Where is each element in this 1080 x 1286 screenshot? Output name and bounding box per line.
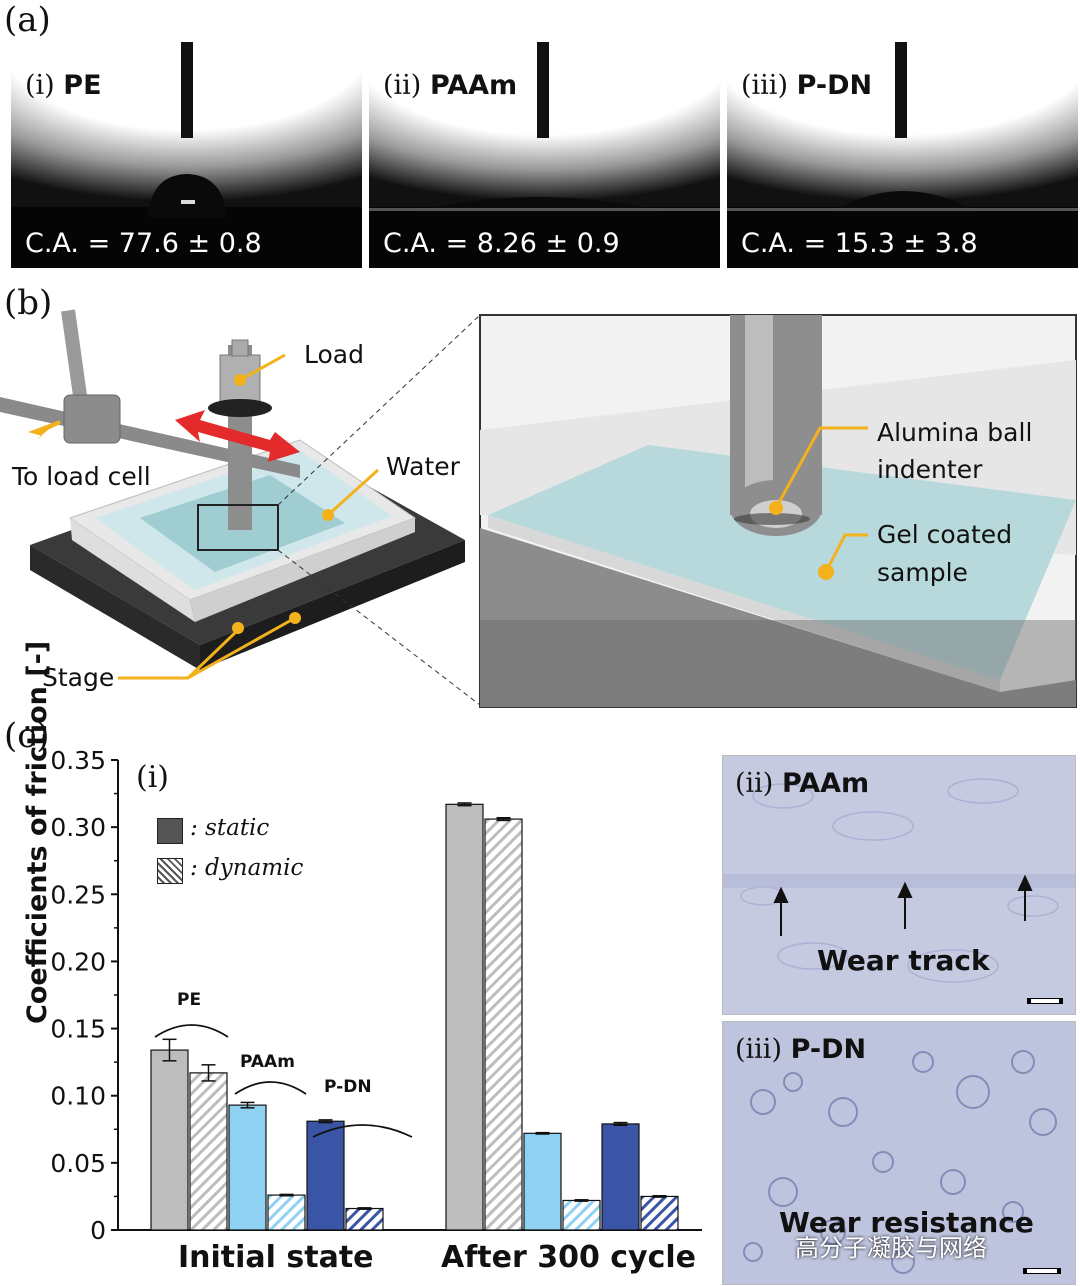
stage-label: Stage (42, 663, 115, 692)
bar (601, 1123, 640, 1231)
contact-angle-image-paam: (ii) PAAm C.A. = 8.26 ± 0.9 (369, 42, 720, 268)
bar (150, 1049, 189, 1231)
wear-track-caption: Wear track (817, 944, 990, 977)
to-load-cell-label: To load cell (12, 462, 151, 491)
y-tick-label: 0.10 (50, 1082, 106, 1111)
panel-c-sub-label: (i) (136, 760, 170, 795)
micrograph-paam-label: (ii) PAAm (735, 768, 870, 799)
y-tick-label: 0.20 (50, 947, 106, 976)
group-label-pe: PE (177, 990, 202, 1010)
motion-arrow-icon (175, 410, 300, 462)
legend-dynamic-swatch (157, 858, 183, 884)
micrograph-pdn-label: (iii) P-DN (735, 1034, 867, 1065)
y-tick-label: 0 (90, 1216, 106, 1245)
contact-angle-image-pe: (i) PE C.A. = 77.6 ± 0.8 (11, 42, 362, 268)
gel-label-1: Gel coated (877, 520, 1013, 549)
tribometer-schematic (0, 309, 1077, 708)
alumina-label-1: Alumina ball (877, 418, 1033, 447)
bar (267, 1194, 306, 1231)
bar (345, 1207, 384, 1231)
bar (523, 1132, 562, 1231)
wear-resistance-caption: Wear resistance (779, 1206, 1034, 1239)
category-label-after: After 300 cycle (441, 1240, 697, 1275)
legend-static-label: : static (190, 815, 270, 841)
pe-label: (i) PE (25, 70, 102, 101)
group-bracket (234, 1081, 307, 1095)
bar (445, 803, 484, 1231)
group-label-pdn: P-DN (324, 1077, 372, 1097)
legend-static-swatch (157, 818, 183, 844)
panel-a-letter: (a) (4, 0, 51, 40)
y-tick-label: 0.35 (50, 746, 106, 775)
micrograph-pdn: (iii) P-DN Wear resistance (722, 1021, 1076, 1285)
y-tick-label: 0.15 (50, 1015, 106, 1044)
pe-contact-angle: C.A. = 77.6 ± 0.8 (25, 228, 262, 259)
bar (228, 1104, 267, 1231)
pdn-label: (iii) P-DN (741, 70, 873, 101)
bar (484, 818, 523, 1231)
category-label-initial: Initial state (178, 1240, 374, 1275)
bar (640, 1195, 679, 1231)
legend-dynamic-label: : dynamic (190, 855, 304, 881)
micrograph-paam: (ii) PAAm Wear track (722, 755, 1076, 1015)
watermark: 高分子凝胶与网络 (795, 1234, 987, 1262)
y-axis-label: Coefficients of friction [-] (22, 640, 53, 1024)
gel-label-2: sample (877, 558, 968, 587)
y-tick-label: 0.25 (50, 880, 106, 909)
panel-c-letter: (c) (4, 716, 50, 756)
paam-contact-angle: C.A. = 8.26 ± 0.9 (383, 228, 620, 259)
contact-angle-image-pdn: (iii) P-DN C.A. = 15.3 ± 3.8 (727, 42, 1078, 268)
alumina-label-2: indenter (877, 455, 983, 484)
friction-bar-chart: 0 0.05 0.10 0.15 0.20 0.25 0.30 0.35 (50, 746, 702, 1245)
paam-label: (ii) PAAm (383, 70, 518, 101)
group-bracket (154, 1024, 229, 1038)
group-label-paam: PAAm (240, 1052, 295, 1072)
panel-b-letter: (b) (4, 283, 53, 323)
water-label: Water (386, 452, 460, 481)
bar (562, 1199, 601, 1231)
bar (189, 1072, 228, 1231)
y-tick-label: 0.30 (50, 813, 106, 842)
bar (306, 1120, 345, 1231)
pdn-contact-angle: C.A. = 15.3 ± 3.8 (741, 228, 978, 259)
load-label: Load (304, 340, 364, 369)
group-bracket (312, 1124, 413, 1138)
y-tick-label: 0.05 (50, 1149, 106, 1178)
